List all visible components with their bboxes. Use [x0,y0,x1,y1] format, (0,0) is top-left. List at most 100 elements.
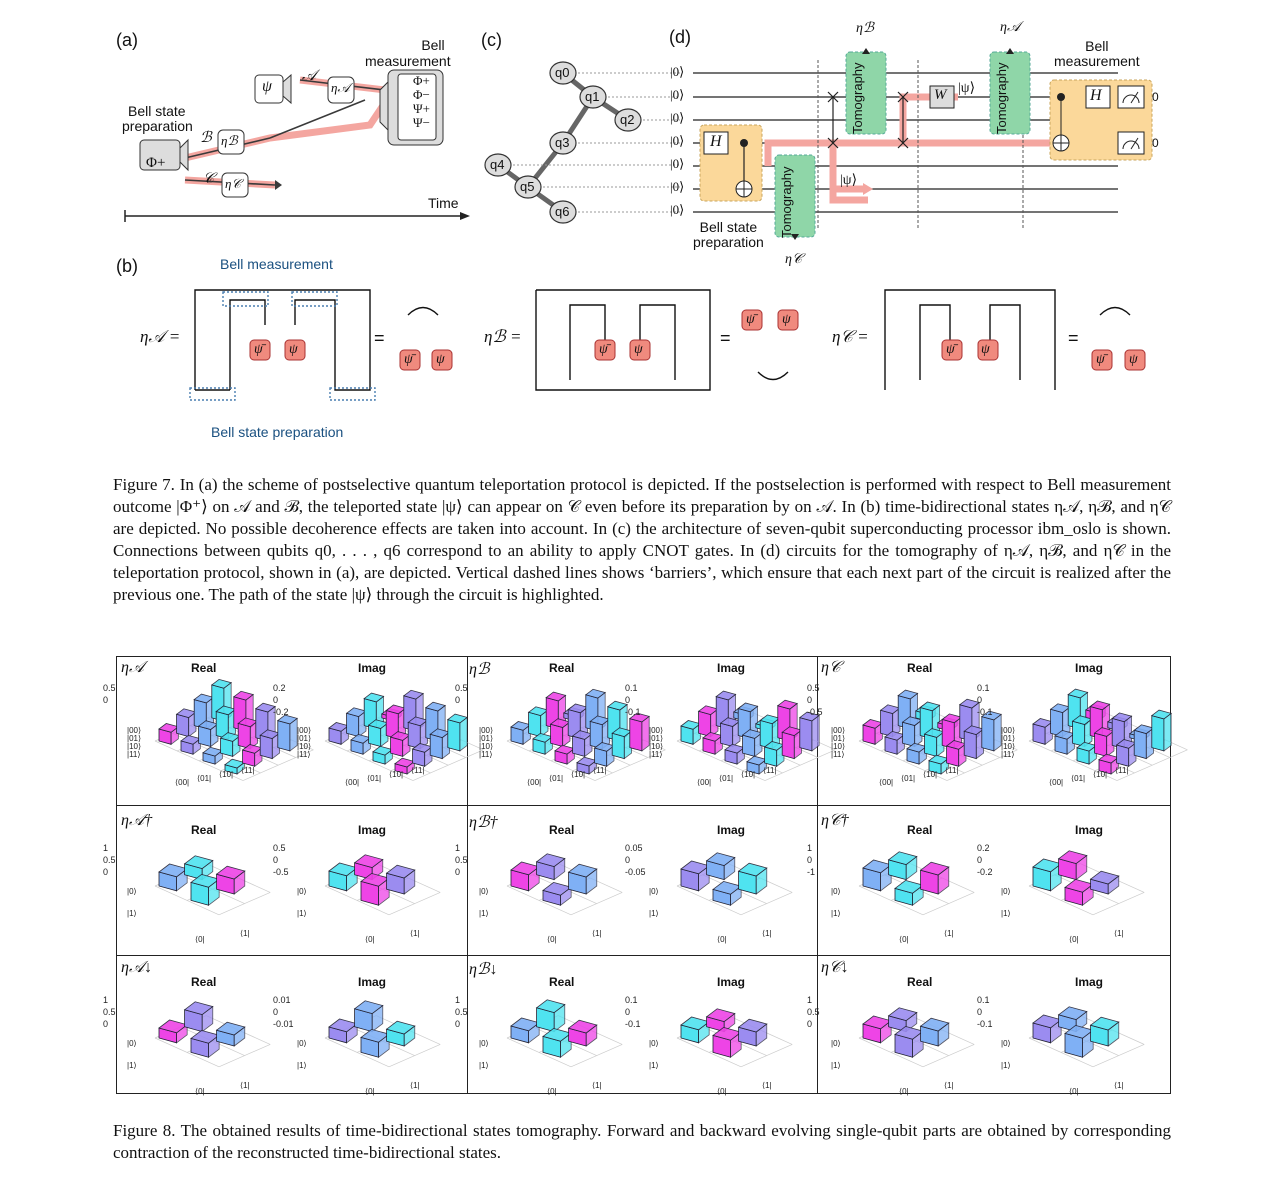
svg-text:0.5: 0.5 [103,1007,116,1017]
svg-text:1: 1 [455,995,460,1005]
svg-text:|1⟩: |1⟩ [1001,1061,1011,1070]
svg-text:0.5: 0.5 [273,843,286,853]
svg-text:0: 0 [455,695,460,705]
svg-text:-0.2: -0.2 [273,707,289,717]
bell-state-prep-label: Bell state preparation [122,103,193,134]
circuit-kets: |0⟩|0⟩|0⟩ |0⟩|0⟩|0⟩ |0⟩ [670,64,685,217]
time-label: Time [428,195,459,211]
svg-text:⟨0|: ⟨0| [899,935,909,944]
svg-text:0: 0 [273,1007,278,1017]
phi-plus-symbol: Φ+ [146,155,166,171]
svg-text:⟨0|: ⟨0| [1069,1087,1079,1096]
svg-text:|11⟩: |11⟩ [297,750,311,759]
svg-text:-0.1: -0.1 [977,1019,993,1029]
svg-text:-0.2: -0.2 [977,867,993,877]
svg-text:0: 0 [807,695,812,705]
svg-text:|0⟩: |0⟩ [1001,1039,1011,1048]
panel-b-label: (b) [116,256,138,276]
svg-text:⟨11|: ⟨11| [411,766,425,775]
svg-text:⟨10|: ⟨10| [741,770,755,779]
svg-text:|00⟩: |00⟩ [831,726,845,735]
svg-text:|0⟩: |0⟩ [127,887,137,896]
svg-text:|10⟩: |10⟩ [649,742,663,751]
svg-text:0.2: 0.2 [977,843,990,853]
tomography-bar-plots: 0.50|00⟩|01⟩|10⟩|11⟩⟨00|⟨01|⟨10|⟨11|0.20… [103,678,1188,1096]
svg-text:⟨01|: ⟨01| [1071,774,1085,783]
svg-text:⟨00|: ⟨00| [1049,778,1063,787]
svg-text:|0⟩: |0⟩ [649,887,659,896]
svg-text:-0.1: -0.1 [977,707,993,717]
svg-text:⟨1|: ⟨1| [944,929,954,938]
svg-text:0: 0 [273,855,278,865]
svg-text:|00⟩: |00⟩ [649,726,663,735]
svg-text:0.5: 0.5 [807,683,820,693]
fig-a-diagram [124,69,470,222]
svg-text:|00⟩: |00⟩ [1001,726,1015,735]
svg-text:|0⟩: |0⟩ [297,1039,307,1048]
svg-text:|01⟩: |01⟩ [297,734,311,743]
hadamard-gate-2: H [1090,87,1102,104]
svg-text:-1: -1 [807,867,815,877]
svg-text:0.1: 0.1 [625,683,638,693]
svg-text:0: 0 [977,855,982,865]
svg-text:⟨10|: ⟨10| [571,770,585,779]
qubit-q0: q0 [555,65,570,80]
svg-text:0.2: 0.2 [273,683,286,693]
svg-text:⟨10|: ⟨10| [923,770,937,779]
svg-text:|11⟩: |11⟩ [649,750,663,759]
svg-text:⟨0|: ⟨0| [547,935,557,944]
svg-text:0.5: 0.5 [103,683,116,693]
svg-text:|10⟩: |10⟩ [127,742,141,751]
svg-text:|0⟩: |0⟩ [127,1039,137,1048]
qubit-q5: q5 [520,179,535,194]
svg-text:0.1: 0.1 [977,683,990,693]
svg-text:0.5: 0.5 [455,1007,468,1017]
svg-text:⟨0|: ⟨0| [1069,935,1079,944]
figure-8-caption: Figure 8. The obtained results of time-b… [113,1121,1171,1162]
svg-text:|1⟩: |1⟩ [649,1061,659,1070]
svg-text:0: 0 [625,695,630,705]
svg-text:-0.05: -0.05 [625,867,646,877]
row3-c-label: η𝒞↓ [821,959,849,976]
svg-text:⟨0|: ⟨0| [899,1087,909,1096]
svg-text:⟨1|: ⟨1| [240,929,250,938]
svg-text:⟨00|: ⟨00| [175,778,189,787]
tomography-c-label: Tomography [779,166,794,238]
svg-text:⟨10|: ⟨10| [1093,770,1107,779]
svg-text:⟨1|: ⟨1| [410,1081,420,1090]
svg-text:⟨0|: ⟨0| [717,935,727,944]
svg-text:⟨00|: ⟨00| [697,778,711,787]
svg-text:-0.5: -0.5 [273,867,289,877]
fig-c-architecture [484,61,680,224]
svg-text:0: 0 [103,1019,108,1029]
svg-text:|0⟩: |0⟩ [479,887,489,896]
fig-b-diagrams [189,289,1146,401]
svg-text:|11⟩: |11⟩ [479,750,493,759]
hadamard-gate: H [710,133,722,150]
svg-text:0: 0 [807,855,812,865]
figure-8-tomography-grid: η𝒜 ηℬ η𝒞 η𝒜† ηℬ† η𝒞† η𝒜↓ ηℬ↓ η𝒞↓ Real Im… [103,656,1188,1096]
svg-text:|01⟩: |01⟩ [479,734,493,743]
svg-text:⟨00|: ⟨00| [345,778,359,787]
svg-text:⟨0|: ⟨0| [195,935,205,944]
svg-text:0.05: 0.05 [625,843,643,853]
svg-text:|1⟩: |1⟩ [297,1061,307,1070]
svg-text:|00⟩: |00⟩ [479,726,493,735]
qubit-q3: q3 [555,135,570,150]
svg-text:1: 1 [807,843,812,853]
svg-text:|0⟩: |0⟩ [1001,887,1011,896]
svg-text:|1⟩: |1⟩ [479,1061,489,1070]
svg-text:⟨0|: ⟨0| [547,1087,557,1096]
svg-text:0.5: 0.5 [455,683,468,693]
svg-text:|1⟩: |1⟩ [649,909,659,918]
svg-text:⟨0|: ⟨0| [365,935,375,944]
svg-text:|00⟩: |00⟩ [297,726,311,735]
svg-text:0: 0 [103,695,108,705]
svg-text:0.01: 0.01 [273,995,291,1005]
svg-text:⟨00|: ⟨00| [879,778,893,787]
w-gate: W [934,87,947,103]
svg-text:1: 1 [807,995,812,1005]
svg-text:|0⟩: |0⟩ [831,1039,841,1048]
bell-outcomes: Φ+ Φ− Ψ+ Ψ− [413,73,430,130]
svg-text:⟨11|: ⟨11| [241,766,255,775]
